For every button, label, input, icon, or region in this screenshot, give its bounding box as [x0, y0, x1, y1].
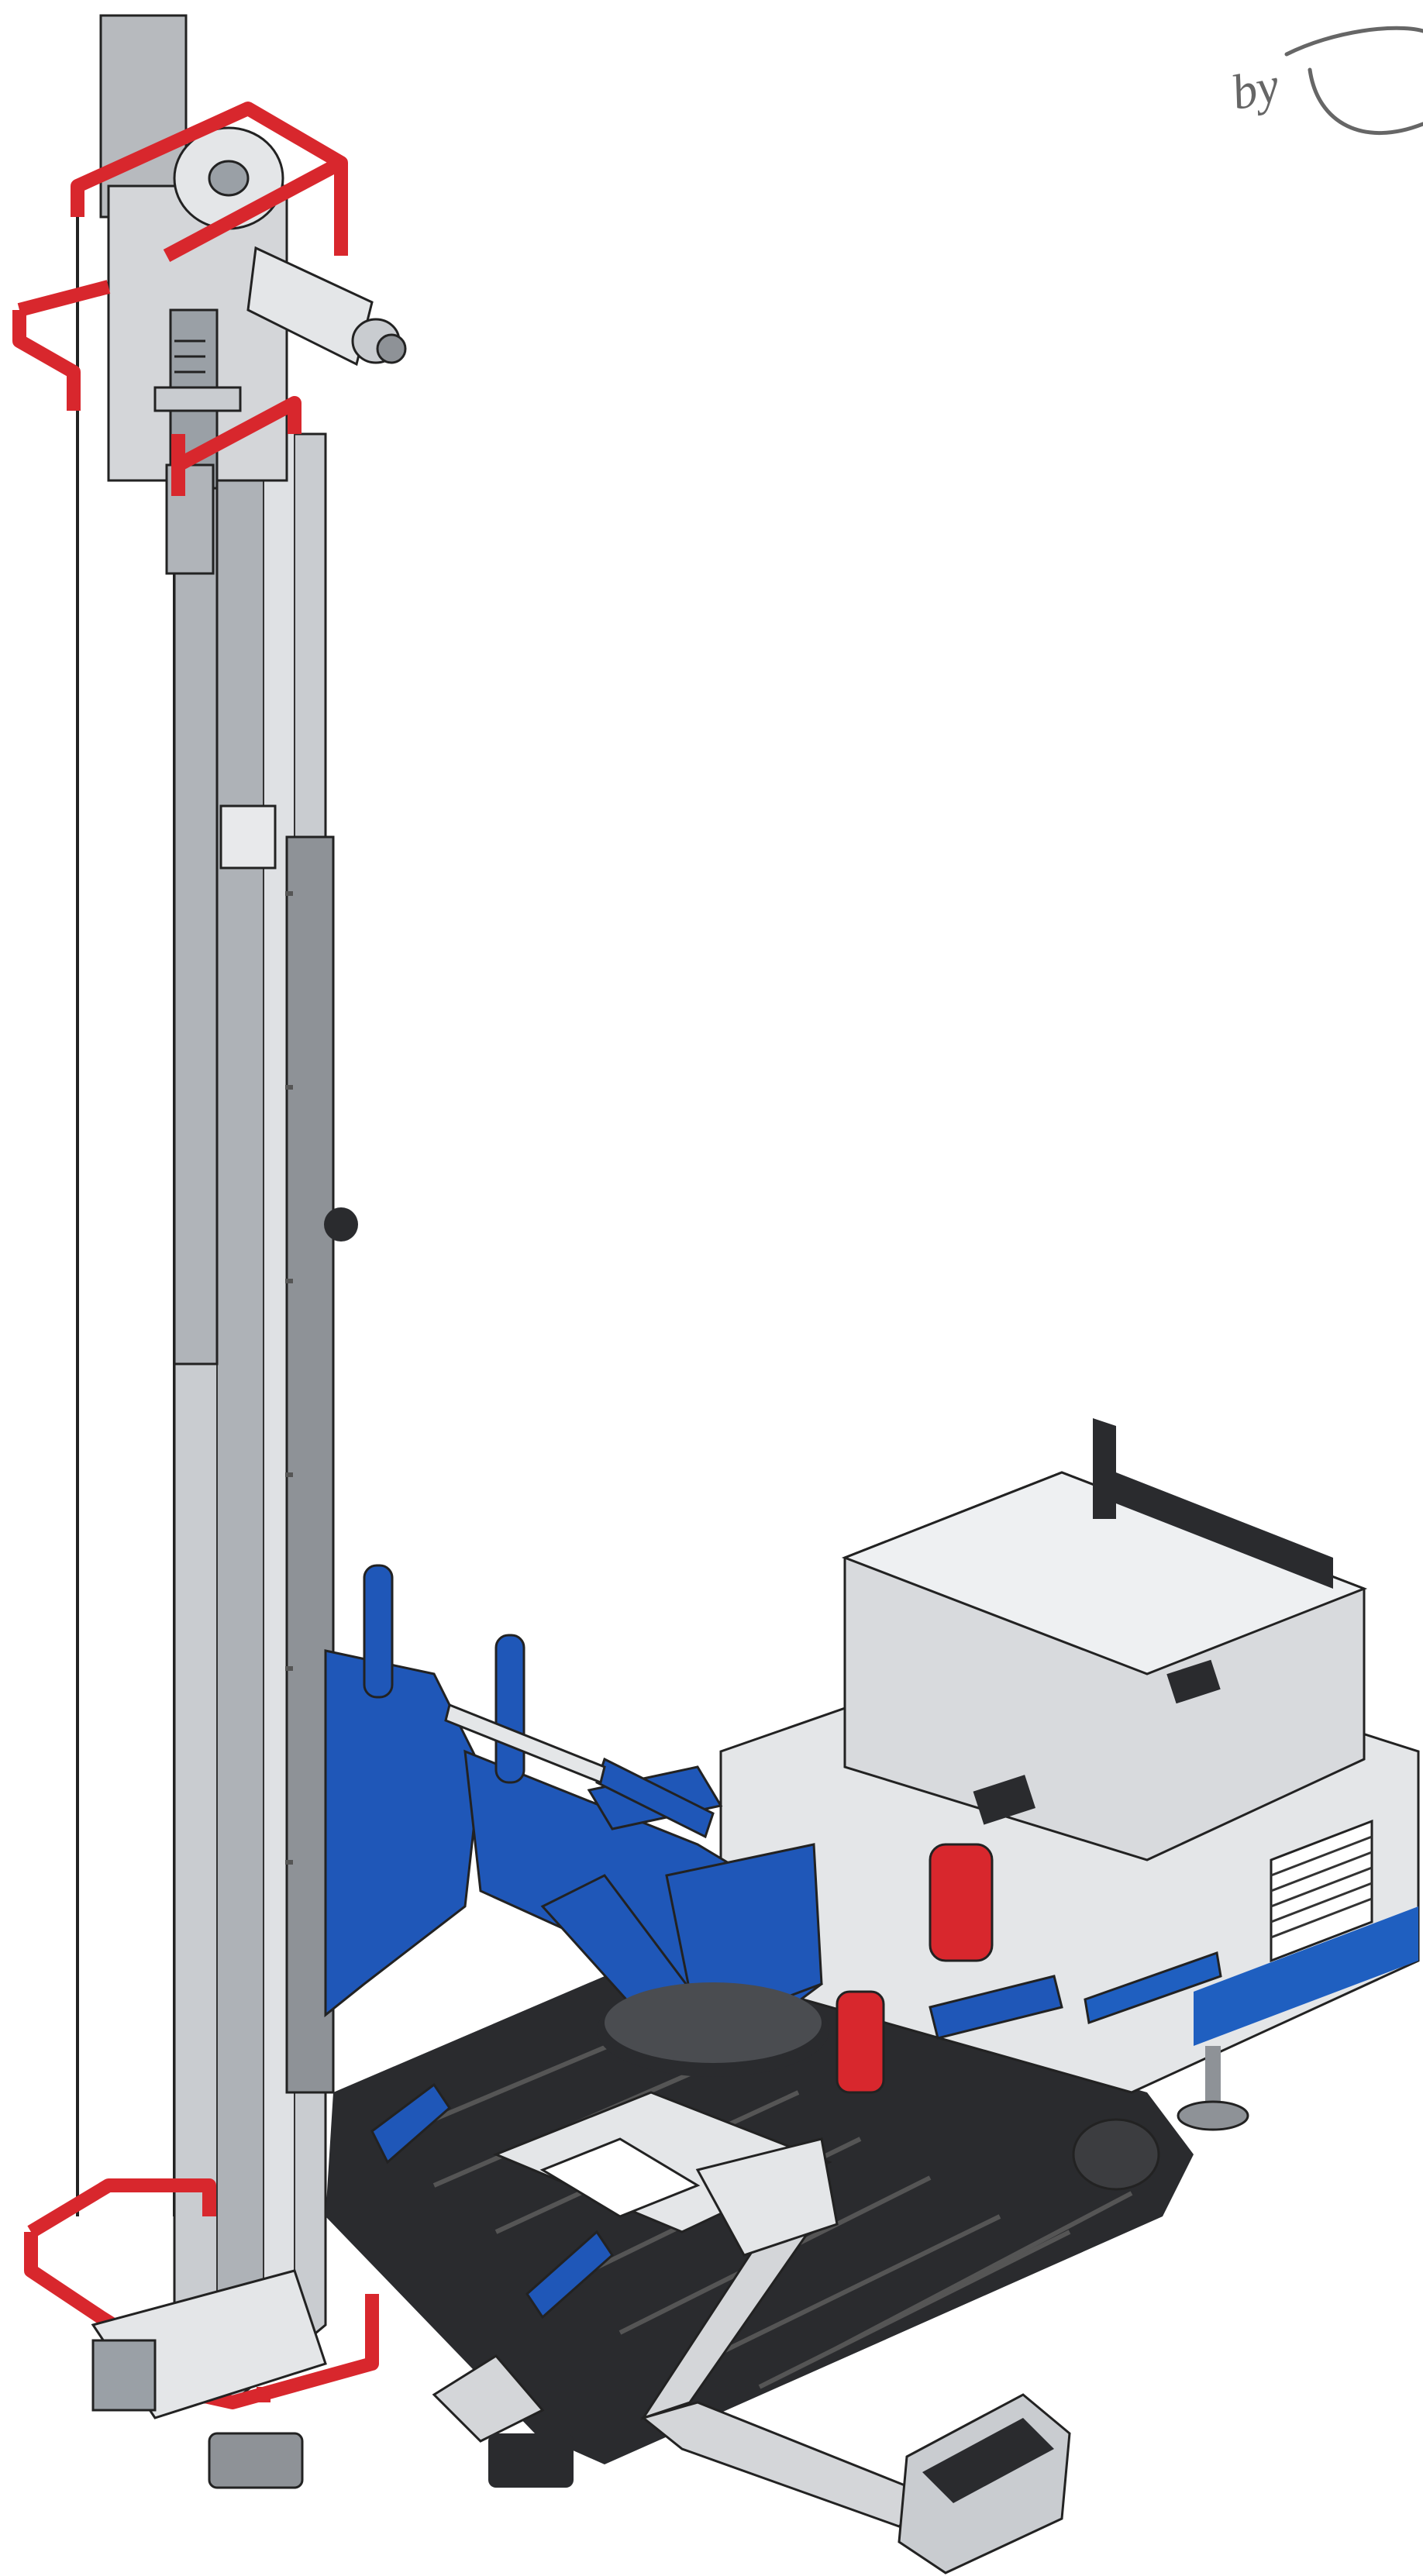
top-guard-rail [12, 102, 348, 496]
ladder [1116, 1472, 1333, 1589]
mast [99, 14, 358, 2404]
hoist-ropes [76, 201, 176, 2216]
warning-lights [836, 1843, 994, 2094]
side-cylinder [929, 1951, 1222, 2040]
stabilizer-arm [432, 2137, 932, 2528]
vent-grille [1270, 1819, 1373, 1963]
lower-hydraulic-cylinders [370, 2082, 614, 2319]
engine-housing [719, 1418, 1420, 2131]
boom-linkage [324, 1564, 829, 2077]
mast-foot [91, 2269, 327, 2489]
remote-control-box [898, 2393, 1071, 2574]
signature-by-text: by [1227, 57, 1284, 120]
signature-mark: by [1227, 26, 1423, 136]
